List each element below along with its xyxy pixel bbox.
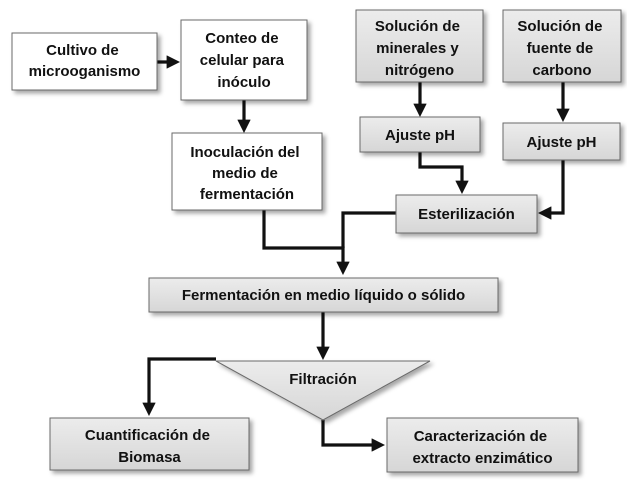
node-inoculacion-line-2: medio de: [212, 165, 278, 182]
node-biomasa-line-1: Cuantificación de: [85, 427, 210, 444]
node-extracto: Caracterización de extracto enzimático: [386, 417, 579, 473]
node-inoculacion-label: Inoculación del medio de fermentación: [190, 144, 303, 203]
node-conteo-line-2: celular para: [200, 52, 285, 69]
arrow-ajuste-ph-2-to-esterilizacion: [537, 160, 565, 220]
node-conteo-box: [180, 19, 308, 101]
node-ajuste-ph-1-box: [359, 116, 481, 153]
arrow-ajuste-ph-to-esterilizacion: [418, 152, 469, 195]
node-ajuste-ph-1-label: Ajuste pH: [385, 127, 455, 144]
node-cultivo-box: [11, 32, 158, 91]
node-cultivo: Cultivo de microoganismo: [11, 32, 158, 91]
node-ajuste-ph-2-box: [502, 122, 621, 161]
arrow-inoculacion-to-fermentacion: [262, 210, 350, 276]
line-esterilizacion-to-junction: [341, 211, 396, 248]
node-carbono-label: Solución de fuente de carbono: [517, 18, 606, 79]
node-fermentacion: Fermentación en medio líquido o sólido: [148, 277, 499, 313]
node-minerales-line-1: Solución de: [375, 18, 460, 35]
node-inoculacion-line-3: fermentación: [200, 186, 294, 203]
node-minerales-label: Solución de minerales y nitrógeno: [375, 18, 464, 79]
arrow-filtracion-to-extracto: [321, 420, 386, 452]
node-ajuste-ph-2-label: Ajuste pH: [526, 134, 596, 151]
node-fermentacion-label: Fermentación en medio líquido o sólido: [182, 287, 465, 304]
node-ajuste-ph-1: Ajuste pH: [359, 116, 481, 153]
node-cultivo-line-1: Cultivo de: [46, 42, 119, 59]
node-esterilizacion: Esterilización: [395, 194, 538, 234]
node-filtracion-label: Filtración: [289, 371, 357, 388]
arrow-filtracion-to-biomasa: [142, 357, 216, 417]
node-conteo: Conteo de celular para inóculo: [180, 19, 308, 101]
node-fermentacion-box: [148, 277, 499, 313]
node-inoculacion: Inoculación del medio de fermentación: [171, 132, 323, 211]
node-minerales-line-2: minerales y: [376, 40, 459, 57]
node-carbono-line-3: carbono: [532, 62, 591, 79]
node-extracto-box: [386, 417, 579, 473]
node-carbono-line-1: Solución de: [517, 18, 602, 35]
node-minerales-box: [355, 9, 484, 83]
node-minerales: Solución de minerales y nitrógeno: [355, 9, 484, 83]
node-filtracion: Filtración: [215, 360, 431, 421]
node-carbono: Solución de fuente de carbono: [502, 9, 622, 83]
node-extracto-line-1: Caracterización de: [414, 428, 547, 445]
node-biomasa-line-2: Biomasa: [118, 449, 181, 466]
node-carbono-line-2: fuente de: [527, 40, 594, 57]
node-inoculacion-line-1: Inoculación del: [190, 144, 299, 161]
node-esterilizacion-label: Esterilización: [418, 206, 515, 223]
node-extracto-line-2: extracto enzimático: [412, 450, 552, 467]
connectors: [142, 55, 570, 452]
node-cultivo-label: Cultivo de microoganismo: [29, 42, 141, 80]
node-biomasa-box: [49, 417, 250, 471]
node-esterilizacion-box: [395, 194, 538, 234]
node-inoculacion-box: [171, 132, 323, 211]
node-biomasa: Cuantificación de Biomasa: [49, 417, 250, 471]
node-conteo-line-3: inóculo: [217, 74, 270, 91]
node-ajuste-ph-2: Ajuste pH: [502, 122, 621, 161]
node-extracto-label: Caracterización de extracto enzimático: [412, 428, 552, 467]
node-minerales-line-3: nitrógeno: [385, 62, 454, 79]
node-biomasa-label: Cuantificación de Biomasa: [85, 427, 214, 466]
node-conteo-line-1: Conteo de: [205, 30, 278, 47]
node-carbono-box: [502, 9, 622, 83]
node-conteo-label: Conteo de celular para inóculo: [200, 30, 288, 91]
node-cultivo-line-2: microoganismo: [29, 63, 141, 80]
node-filtracion-triangle: [215, 360, 431, 421]
